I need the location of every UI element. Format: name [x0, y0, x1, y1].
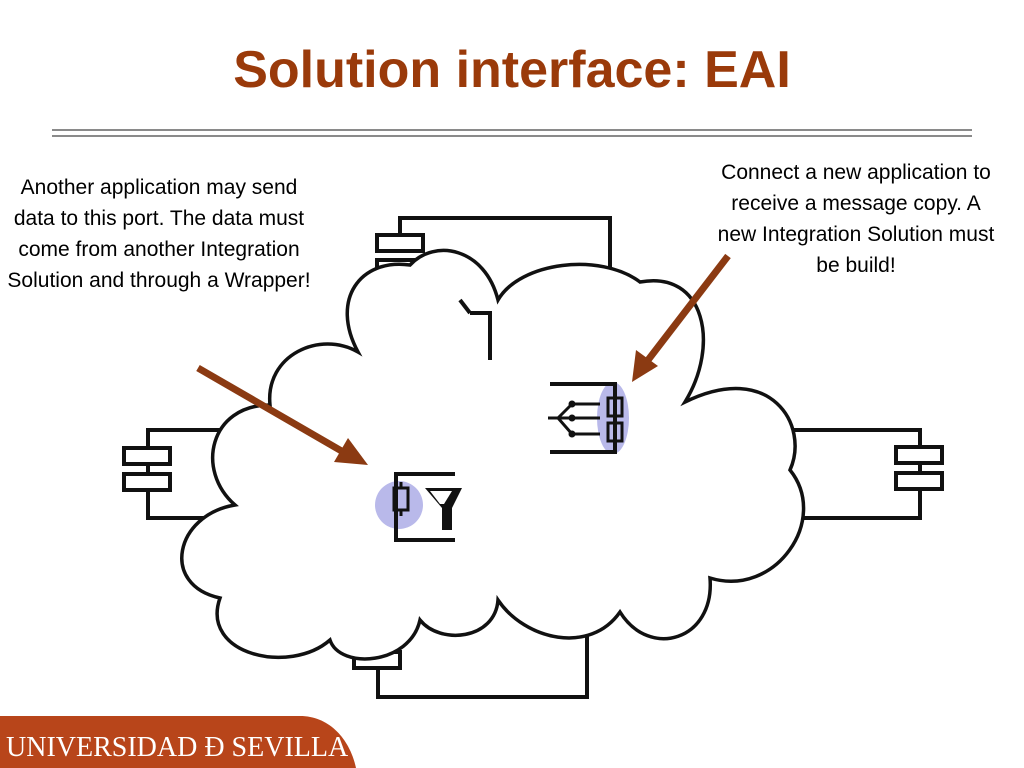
arrow-to-wrapper-port [196, 364, 368, 465]
right-annotation: Connect a new application to receive a m… [717, 161, 995, 277]
router-port [550, 382, 629, 454]
cloud-inner-connector [458, 298, 492, 360]
integration-cloud [180, 248, 806, 661]
right-component [780, 428, 944, 520]
router-icon [548, 400, 600, 438]
title-divider-top [52, 129, 972, 131]
left-component [122, 428, 250, 520]
wrapper-port [375, 472, 455, 542]
footer-institution: UNIVERSIDAD Ð SEVILLA [6, 732, 349, 763]
filter-icon [425, 488, 462, 530]
arrow-to-router-port [632, 253, 731, 382]
title-divider-bottom [52, 135, 972, 137]
footer-band [0, 716, 356, 768]
left-annotation: Another application may send data to thi… [7, 176, 311, 292]
slide-title: Solution interface: EAI [233, 41, 791, 99]
